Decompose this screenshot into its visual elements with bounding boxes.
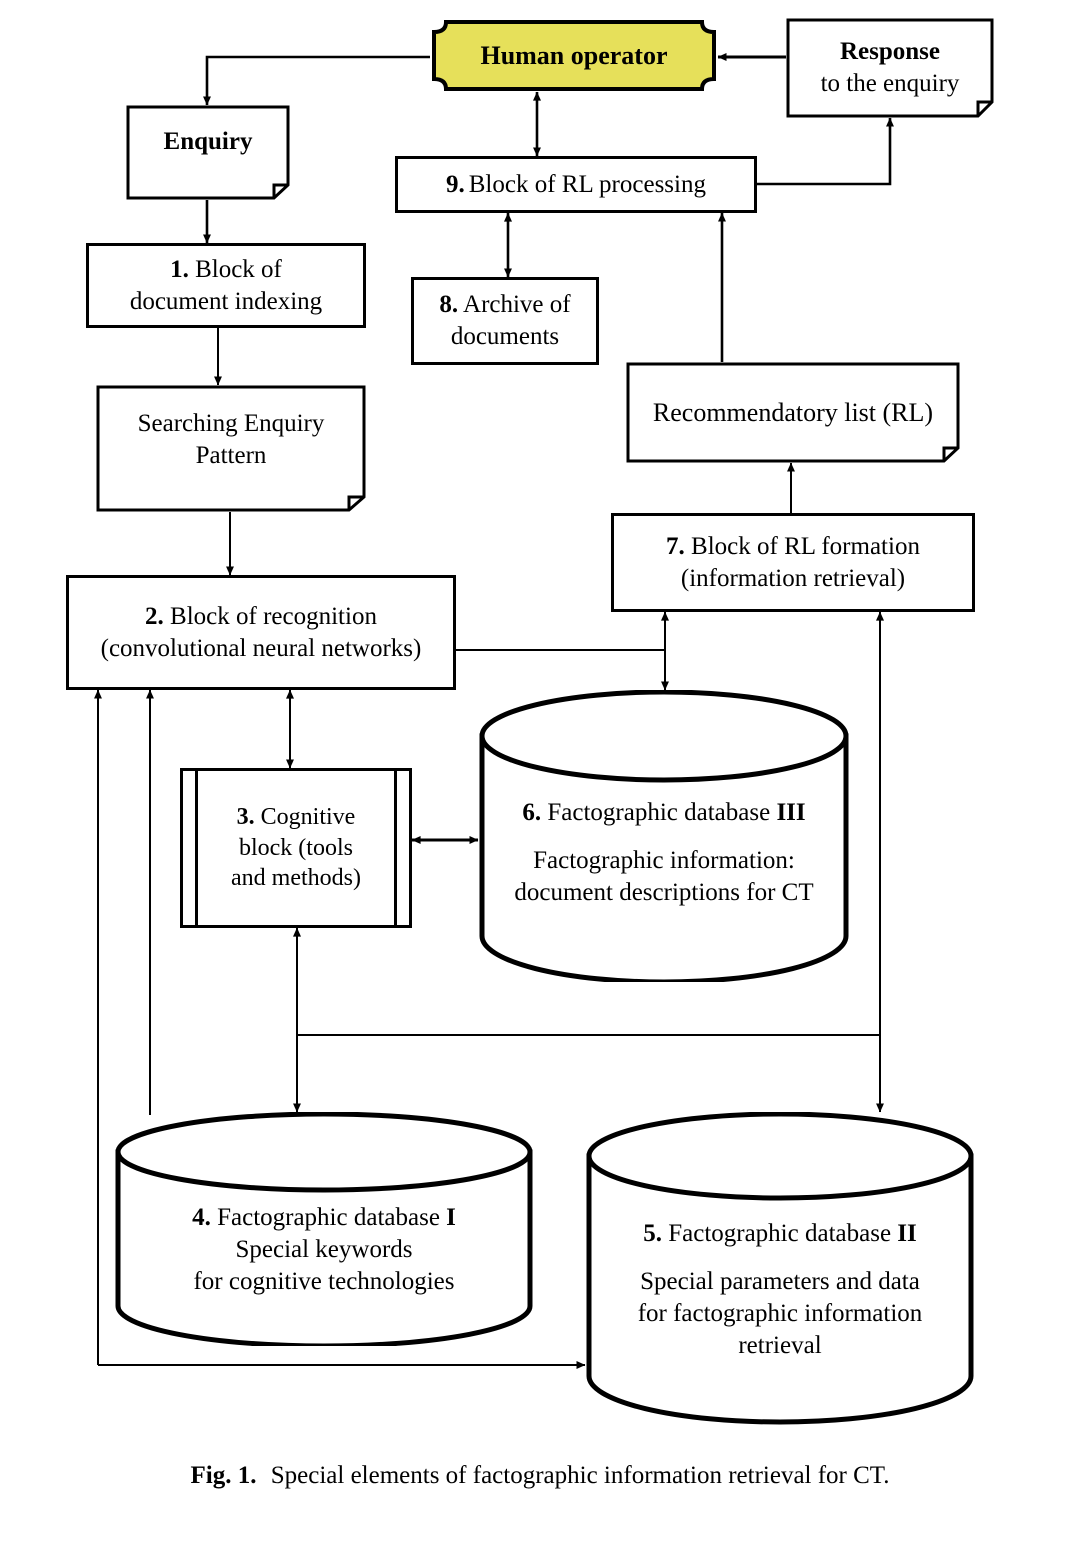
db-4-number: 4. (192, 1204, 211, 1231)
node-human-operator[interactable]: Human operator (430, 18, 718, 93)
db-6-line-1: Factographic information: (533, 847, 795, 874)
block-8-number: 8. (439, 291, 459, 318)
db-4-roman: I (446, 1204, 456, 1231)
figure-caption: Fig. 1. Special elements of factographic… (0, 1462, 1080, 1490)
db-5-line-3: retrieval (738, 1332, 822, 1359)
node-block-9-rl-processing[interactable]: 9. Block of RL processing (395, 156, 757, 213)
block-1-number: 1. (170, 255, 189, 283)
db-5-title: Factographic database (668, 1220, 892, 1247)
block-9-label: Block of RL processing (468, 170, 706, 198)
enquiry-label: Enquiry (163, 127, 253, 155)
searching-pattern-line-2: Pattern (195, 441, 267, 469)
block-3-line-1: Cognitive (260, 803, 356, 830)
figure-caption-text: Special elements of factographic informa… (270, 1462, 890, 1489)
db-6-line-2: document descriptions for CT (514, 879, 814, 906)
block-9-number: 9. (446, 170, 465, 198)
response-line-1: Response (839, 38, 940, 65)
db-5-line-2: for factographic information (637, 1300, 923, 1327)
db-5-roman: II (897, 1220, 917, 1247)
node-block-3-cognitive[interactable]: 3. Cognitive block (tools and methods) (180, 768, 412, 928)
block-2-number: 2. (145, 602, 164, 630)
block-7-line-2: (information retrieval) (680, 564, 906, 592)
db-6-roman: III (776, 799, 806, 826)
db-5-line-1: Special parameters and data (640, 1268, 920, 1295)
response-line-2: to the enquiry (820, 70, 960, 97)
block-1-line-2: document indexing (129, 287, 323, 315)
node-db-5-factographic-ii[interactable]: 5. Factographic database II Special para… (585, 1112, 975, 1426)
node-response[interactable]: Response to the enquiry (786, 18, 994, 118)
db-6-number: 6. (522, 799, 542, 826)
block-8-line-2: documents (450, 323, 560, 350)
human-operator-label: Human operator (480, 40, 668, 70)
node-recommendatory-list[interactable]: Recommendatory list (RL) (626, 362, 960, 463)
db-4-line-1: Special keywords (235, 1236, 413, 1263)
block-3-line-3: and methods) (231, 865, 361, 892)
node-block-8-archive[interactable]: 8. Archive of documents (411, 277, 599, 365)
figure-caption-number: Fig. 1. (190, 1462, 257, 1489)
recommendatory-list-label: Recommendatory list (RL) (652, 397, 934, 427)
node-db-6-factographic-iii[interactable]: 6. Factographic database III Factographi… (478, 690, 850, 982)
block-2-line-1: Block of recognition (170, 602, 377, 630)
node-enquiry[interactable]: Enquiry (126, 105, 290, 200)
node-searching-enquiry-pattern[interactable]: Searching Enquiry Pattern (96, 385, 366, 512)
block-3-line-2: block (tools (238, 834, 353, 861)
block-2-line-2: (convolutional neural networks) (100, 634, 422, 662)
block-7-number: 7. (666, 532, 685, 560)
db-5-number: 5. (643, 1220, 662, 1247)
db-6-title: Factographic database (547, 799, 771, 826)
block-1-line-1: Block of (195, 255, 282, 283)
node-block-7-rl-formation[interactable]: 7. Block of RL formation (information re… (611, 513, 975, 612)
block-3-number: 3. (236, 803, 255, 830)
block-7-line-1: Block of RL formation (691, 532, 920, 560)
db-4-line-2: for cognitive technologies (193, 1268, 455, 1295)
node-block-2-recognition[interactable]: 2. Block of recognition (convolutional n… (66, 575, 456, 690)
node-db-4-factographic-i[interactable]: 4. Factographic database I Special keywo… (114, 1112, 534, 1346)
node-block-1-document-indexing[interactable]: 1. Block of document indexing (86, 243, 366, 328)
db-4-title: Factographic database (217, 1204, 440, 1231)
block-8-line-1: Archive of (463, 291, 571, 318)
searching-pattern-line-1: Searching Enquiry (137, 409, 325, 437)
